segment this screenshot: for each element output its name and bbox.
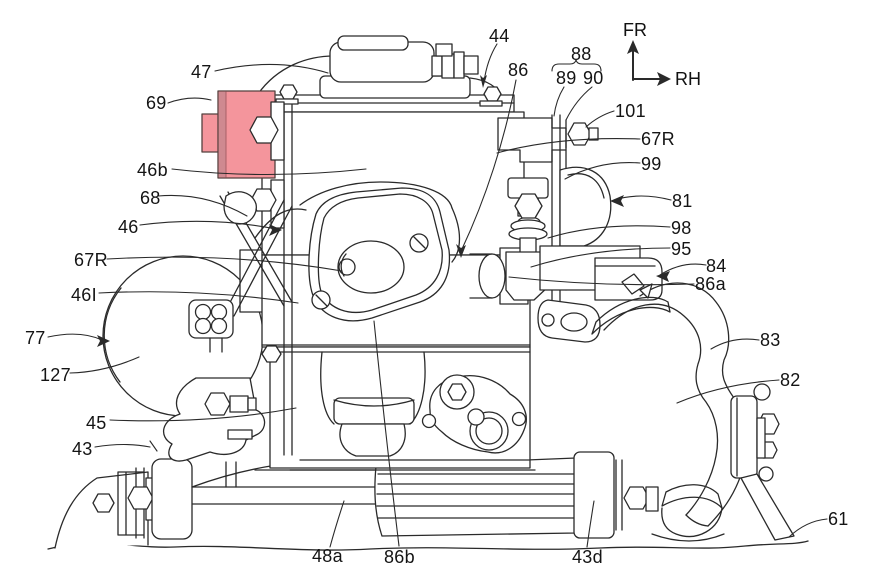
valve-cover <box>257 35 503 107</box>
leader-arrowheads <box>97 75 670 347</box>
stay-brace <box>188 191 293 353</box>
part-label-84: 84 <box>706 256 727 276</box>
part-label-47: 47 <box>191 62 212 82</box>
compass-fr-label: FR <box>623 20 647 40</box>
right-bracket <box>730 383 795 541</box>
pump-bracket <box>421 374 527 454</box>
part-label-43d: 43d <box>572 547 603 567</box>
part-label-46b: 46b <box>137 160 168 180</box>
part-label-86a: 86a <box>695 274 726 294</box>
highlight-bolt <box>249 101 285 229</box>
right-stay-assembly <box>497 114 599 336</box>
part-label-48a: 48a <box>312 546 343 566</box>
part-label-43: 43 <box>72 439 93 459</box>
part-label-69: 69 <box>146 93 167 113</box>
part-label-99: 99 <box>641 154 662 174</box>
funnel <box>320 351 426 457</box>
duct-pipe <box>591 273 748 542</box>
part-label-101: 101 <box>615 101 646 121</box>
part-label-46: 46 <box>118 217 139 237</box>
part-label-95: 95 <box>671 239 692 259</box>
part-label-77: 77 <box>25 328 46 348</box>
part-label-127: 127 <box>40 365 71 385</box>
compass-rh-label: RH <box>675 69 701 89</box>
generator-dome <box>537 166 663 343</box>
leader-lines <box>47 43 828 548</box>
part-label-81: 81 <box>672 191 693 211</box>
part-label-90: 90 <box>583 68 604 88</box>
compass <box>627 40 671 86</box>
part-label-68: 68 <box>140 188 161 208</box>
part-label-86b: 86b <box>384 547 415 567</box>
part-label-67R-left: 67R <box>74 250 108 270</box>
part-label-89: 89 <box>556 68 577 88</box>
part-label-46I: 46I <box>71 285 97 305</box>
part-label-45: 45 <box>86 413 107 433</box>
part-label-44: 44 <box>489 26 510 46</box>
part-label-86: 86 <box>508 60 529 80</box>
part-label-83: 83 <box>760 330 781 350</box>
part-label-88: 88 <box>571 44 592 64</box>
part-label-61: 61 <box>828 509 849 529</box>
part-label-82: 82 <box>780 370 801 390</box>
intake-flange <box>254 181 541 322</box>
mount-bracket <box>162 377 266 488</box>
part-label-98: 98 <box>671 218 692 238</box>
part-label-67R-right: 67R <box>641 129 675 149</box>
